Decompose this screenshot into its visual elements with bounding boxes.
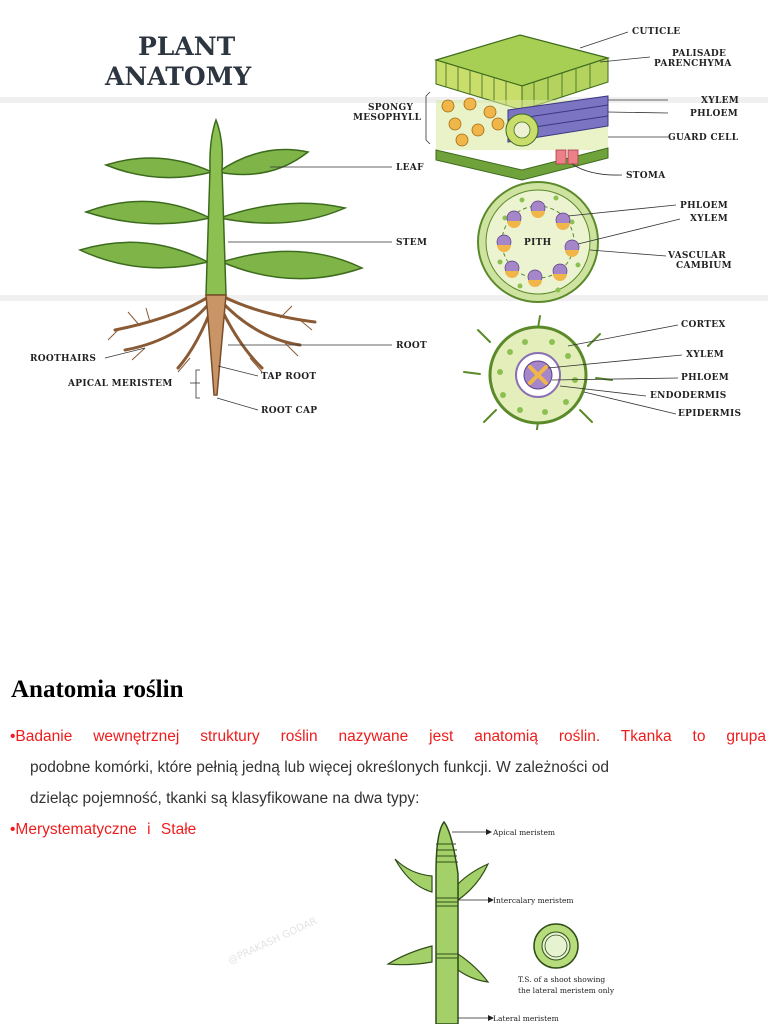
label-pith: PITH (524, 238, 552, 248)
label-ts-line-1: T.S. of a shoot showing (518, 975, 605, 984)
label-stem-xylem: XYLEM (690, 214, 728, 224)
paragraph-line-3: dzieląc pojemność, tkanki są klasyfikowa… (30, 790, 420, 807)
label-stem-phloem: PHLOEM (680, 201, 728, 211)
paragraph-types: •Merystematyczne i Stałe (10, 821, 197, 838)
paragraph-definition: •Badanie wewnętrznej struktury roślin na… (10, 721, 766, 814)
label-cuticle: CUTICLE (632, 27, 680, 37)
label-root-phloem: PHLOEM (681, 373, 729, 383)
watermark: @PRAKASH GODAR (227, 916, 319, 967)
leaf-cross-section (433, 34, 611, 181)
label-vascular-1: VASCULAR (667, 251, 726, 261)
label-endodermis: ENDODERMIS (650, 391, 727, 401)
label-epidermis: EPIDERMIS (678, 409, 741, 419)
label-leaf: LEAF (396, 163, 424, 173)
label-cortex: CORTEX (681, 320, 726, 330)
infographic-title-line1: PLANT (138, 32, 236, 61)
label-spongy-2: MESOPHYLL (353, 113, 422, 123)
label-ts-line-2: the lateral meristem only (518, 986, 615, 995)
paragraph-line-2: podobne komórki, które pełnią jedną lub … (30, 759, 609, 776)
label-guard-cell: GUARD CELL (668, 133, 739, 143)
plant-illustration (77, 117, 364, 396)
meristem-diagram: @PRAKASH GODAR Apical meristem Intercala… (227, 820, 615, 1024)
stem-cross-section: PITH (477, 181, 599, 303)
paragraph-line-1: •Badanie wewnętrznej struktury roślin na… (10, 728, 766, 745)
slide-title: Anatomia roślin (11, 676, 184, 703)
plant-anatomy-infographic: PLANT ANATOMY (0, 27, 768, 430)
label-root-xylem: XYLEM (686, 350, 724, 360)
label-stoma: STOMA (626, 171, 666, 181)
label-stem: STEM (396, 238, 427, 248)
label-phloem: PHLOEM (690, 109, 738, 119)
label-vascular-2: CAMBIUM (676, 261, 732, 271)
label-lateral-meristem: Lateral meristem (493, 1014, 559, 1023)
label-roothairs: ROOTHAIRS (30, 354, 96, 364)
label-root: ROOT (396, 341, 427, 351)
infographic-title-line2: ANATOMY (104, 62, 252, 91)
root-cross-section (463, 315, 613, 430)
label-intercalary-meristem: Intercalary meristem (493, 896, 574, 905)
label-xylem: XYLEM (701, 96, 739, 106)
label-root-cap: ROOT CAP (261, 406, 317, 416)
label-apical-meristem: APICAL MERISTEM (67, 379, 173, 389)
shoot-transverse-section (533, 923, 579, 969)
label-palisade-2: PARENCHYMA (654, 59, 732, 69)
label-apical-meristem-diagram: Apical meristem (492, 828, 555, 837)
label-tap-root: TAP ROOT (261, 372, 316, 382)
label-spongy-1: SPONGY (368, 103, 414, 113)
label-palisade-1: PALISADE (672, 49, 726, 59)
